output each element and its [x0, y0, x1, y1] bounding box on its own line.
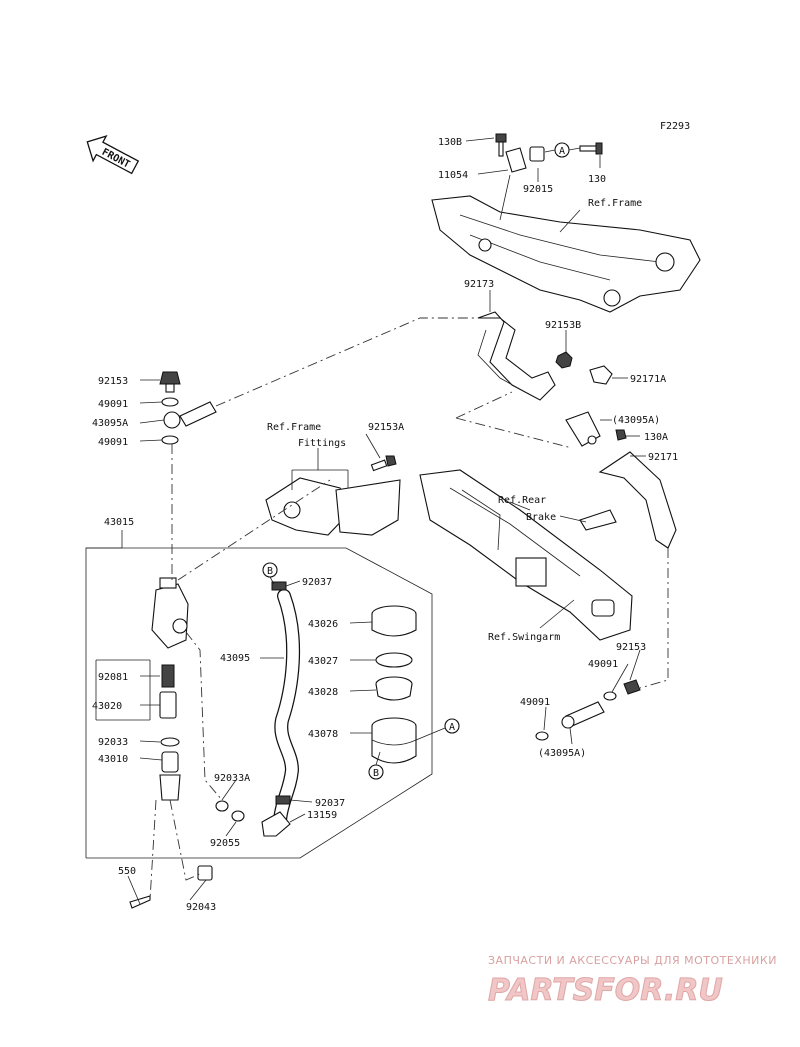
- pin-92043-part: [197, 865, 213, 881]
- washer-49091-b-part: [161, 435, 179, 445]
- circlip-92033a-part: [215, 800, 229, 812]
- ref-rear-brake-label-1: Ref.Rear: [498, 495, 546, 506]
- spring-92081-part: [161, 664, 175, 688]
- label-92055: 92055: [210, 838, 240, 849]
- label-11054: 11054: [438, 170, 468, 181]
- ref-frame-fittings-label-1: Ref.Frame: [267, 422, 321, 433]
- watermark-tagline: ЗАПЧАСТИ И АКСЕССУАРЫ ДЛЯ МОТОТЕХНИКИ: [488, 954, 777, 967]
- label-43078: 43078: [308, 729, 338, 740]
- bolt-130b-part: [495, 133, 507, 157]
- label-92015: 92015: [523, 184, 553, 195]
- callout-a-top-label: A: [559, 146, 565, 157]
- washer-49091-lower-part: [535, 731, 549, 741]
- hose-route-dashed: [215, 317, 478, 407]
- reservoir-bracket-92173-part: [477, 311, 556, 401]
- clamp-92037-a-part: [271, 581, 287, 591]
- label-43095: 43095: [220, 653, 250, 664]
- swingarm-part: [419, 469, 633, 641]
- label-43095a: 43095A: [92, 418, 128, 429]
- label-92153a: 92153A: [368, 422, 404, 433]
- label-43027: 43027: [308, 656, 338, 667]
- banjo-fitting-43095a-part: [163, 401, 217, 429]
- label-92153b: 92153B: [545, 320, 581, 331]
- label-43026: 43026: [308, 619, 338, 630]
- watermark-logo: PARTSFOR.RU: [488, 973, 723, 1008]
- label-92173: 92173: [464, 279, 494, 290]
- bolt-130a-part: [615, 429, 627, 441]
- bracket-92171-part: [598, 451, 677, 549]
- label-92037-a: 92037: [302, 577, 332, 588]
- callout-a-mid-label: A: [449, 722, 455, 733]
- label-49091-lower: 49091: [520, 697, 550, 708]
- banjo-bolt-92153-right-part: [623, 679, 641, 695]
- callout-b-low-label: B: [373, 768, 379, 779]
- label-130a: 130A: [644, 432, 668, 443]
- label-49091-a: 49091: [98, 399, 128, 410]
- label-43020: 43020: [92, 701, 122, 712]
- cotter-pin-550-part: [129, 895, 151, 909]
- master-cylinder-43015-part: [151, 577, 189, 649]
- banjo-bolt-92153-part: [159, 371, 181, 393]
- label-49091-right: 49091: [588, 659, 618, 670]
- clip-92171a-part: [589, 365, 613, 385]
- ref-rear-brake-label-2: Brake: [526, 512, 556, 523]
- label-13159: 13159: [307, 810, 337, 821]
- collar-92015-part: [529, 146, 545, 162]
- banjo-fitting-43095a-lower-part: [561, 701, 605, 729]
- bolt-130-part: [579, 142, 603, 155]
- plate-43027-part: [375, 652, 413, 668]
- ref-frame-fittings-label-2: Fittings: [298, 438, 346, 449]
- group-bracket-43015: [85, 547, 433, 859]
- joint-13159-part: [261, 811, 291, 837]
- label-92033: 92033: [98, 737, 128, 748]
- label-49091-b: 49091: [98, 437, 128, 448]
- label-43095a-paren-1: (43095A): [612, 415, 660, 426]
- hose-fitting-43095a-part: [565, 411, 601, 447]
- label-43010: 43010: [98, 754, 128, 765]
- frame-part: [431, 174, 701, 313]
- circlip-92033-part: [160, 737, 180, 747]
- label-92153-top: 92153: [98, 376, 128, 387]
- label-130b: 130B: [438, 137, 462, 148]
- piston-43020-part: [159, 691, 177, 719]
- push-rod-43010-part: [159, 751, 181, 801]
- frame-fittings-part: [265, 477, 401, 536]
- callout-b-top-label: B: [267, 566, 273, 577]
- label-550: 550: [118, 866, 136, 877]
- washer-49091-a-part: [161, 397, 179, 407]
- diagram-id: F2293: [660, 121, 690, 132]
- reservoir-hose-43095-part: [273, 589, 301, 827]
- clamp-92037-b-part: [275, 795, 291, 805]
- bolt-92153a-part: [370, 455, 397, 472]
- bracket-11054-part: [505, 147, 527, 173]
- label-92153-right: 92153: [616, 642, 646, 653]
- label-92081: 92081: [98, 672, 128, 683]
- leader-lines: [95, 137, 646, 905]
- label-43015: 43015: [104, 517, 134, 528]
- washer-49091-right-part: [603, 691, 617, 701]
- label-92037-b: 92037: [315, 798, 345, 809]
- label-92171: 92171: [648, 452, 678, 463]
- diaphragm-43028-part: [375, 676, 413, 701]
- rear-brake-bracket-part: [579, 509, 617, 531]
- reservoir-43078-part: [371, 717, 417, 764]
- label-43028: 43028: [308, 687, 338, 698]
- label-43095a-paren-2: (43095A): [538, 748, 586, 759]
- oring-92055-part: [231, 810, 245, 822]
- ref-frame-label: Ref.Frame: [588, 198, 642, 209]
- label-92043: 92043: [186, 902, 216, 913]
- label-92033a: 92033A: [214, 773, 250, 784]
- callout-a-mid: [444, 718, 460, 734]
- ref-swingarm-label: Ref.Swingarm: [488, 632, 560, 643]
- bolt-92153b-part: [555, 351, 573, 369]
- reservoir-cap-43026-part: [371, 605, 417, 637]
- label-130: 130: [588, 174, 606, 185]
- front-arrow-icon: FRONT: [86, 134, 140, 175]
- label-92171a: 92171A: [630, 374, 666, 385]
